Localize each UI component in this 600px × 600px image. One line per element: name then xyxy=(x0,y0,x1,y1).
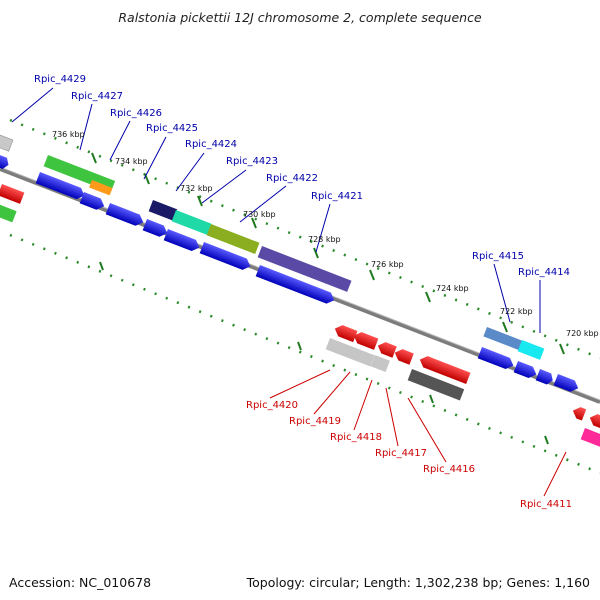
leader-lines xyxy=(11,87,541,333)
gene-label[interactable]: Rpic_4419 xyxy=(289,416,341,427)
gene-block-olive xyxy=(206,224,260,254)
gene-block-cyan xyxy=(517,340,545,360)
gene-block-green xyxy=(0,204,17,223)
gene-label[interactable]: Rpic_4421 xyxy=(311,191,363,202)
tick-label: 736 kbp xyxy=(52,130,85,139)
gene-label[interactable]: Rpic_4422 xyxy=(266,173,318,184)
gene-block-teal xyxy=(171,210,212,235)
gene-arrow-blue xyxy=(535,369,553,385)
tick-label: 726 kbp xyxy=(371,260,404,269)
gene-label[interactable]: Rpic_4417 xyxy=(375,448,427,459)
gene-arrow-red xyxy=(572,407,587,421)
leader-lines-bottom xyxy=(269,369,567,497)
gene-arrow-blue xyxy=(163,229,200,252)
tick-label: 732 kbp xyxy=(180,184,213,193)
gene-arrow-red xyxy=(353,332,379,350)
tick-label: 724 kbp xyxy=(436,284,469,293)
gene-label[interactable]: Rpic_4425 xyxy=(146,123,198,134)
tick-track xyxy=(9,118,600,475)
gene-label[interactable]: Rpic_4426 xyxy=(110,108,162,119)
gene-arrow-blue xyxy=(35,172,85,200)
map-title: Ralstonia pickettii 12J chromosome 2, co… xyxy=(118,10,482,25)
gene-label[interactable]: Rpic_4414 xyxy=(518,267,570,278)
lower-genes xyxy=(0,184,600,451)
topology-text: Topology: circular; Length: 1,302,238 bp… xyxy=(246,575,590,590)
gene-label[interactable]: Rpic_4418 xyxy=(330,432,382,443)
gene-label[interactable]: Rpic_4411 xyxy=(520,499,572,510)
gene-label[interactable]: Rpic_4420 xyxy=(246,400,298,411)
gene-arrow-blue xyxy=(0,152,9,169)
gene-arrow-blue xyxy=(255,265,335,304)
gene-arrow-blue xyxy=(142,219,168,237)
gene-arrow-red xyxy=(0,184,25,204)
gene-label[interactable]: Rpic_4415 xyxy=(472,251,524,262)
gene-block-steel xyxy=(483,327,523,351)
gene-label[interactable]: Rpic_4424 xyxy=(185,139,237,150)
gene-block-orange xyxy=(89,180,113,196)
gene-block-navy xyxy=(148,200,178,221)
gene-block-pink xyxy=(580,428,600,451)
gene-block-gray xyxy=(325,338,375,367)
gene-label[interactable]: Rpic_4427 xyxy=(71,91,123,102)
tick-label: 728 kbp xyxy=(308,235,341,244)
gene-arrow-blue xyxy=(513,361,537,378)
upper-genes xyxy=(0,134,579,392)
tick-label: 720 kbp xyxy=(566,329,599,338)
gene-block-gray xyxy=(370,355,390,372)
gene-arrow-red xyxy=(589,414,600,429)
gene-label[interactable]: Rpic_4429 xyxy=(34,74,86,85)
accession-text: Accession: NC_010678 xyxy=(9,575,152,590)
gene-block-gray xyxy=(0,134,14,152)
gene-block-darkgray xyxy=(407,369,465,401)
gene-label[interactable]: Rpic_4416 xyxy=(423,464,475,475)
tick-label: 734 kbp xyxy=(115,157,148,166)
gene-arrow-blue xyxy=(105,203,144,226)
gene-block-purple xyxy=(257,245,352,292)
gene-arrow-red xyxy=(419,356,471,384)
gene-label[interactable]: Rpic_4423 xyxy=(226,156,278,167)
gene-arrow-red xyxy=(394,349,414,365)
tick-label: 730 kbp xyxy=(243,210,276,219)
gene-arrow-blue xyxy=(199,242,251,270)
gene-arrow-red xyxy=(334,325,358,343)
gene-arrow-red xyxy=(377,342,397,358)
gene-arrow-blue xyxy=(477,347,514,370)
tick-label: 722 kbp xyxy=(500,307,533,316)
gene-arrow-blue xyxy=(553,374,579,392)
gene-arrow-blue xyxy=(79,192,105,210)
